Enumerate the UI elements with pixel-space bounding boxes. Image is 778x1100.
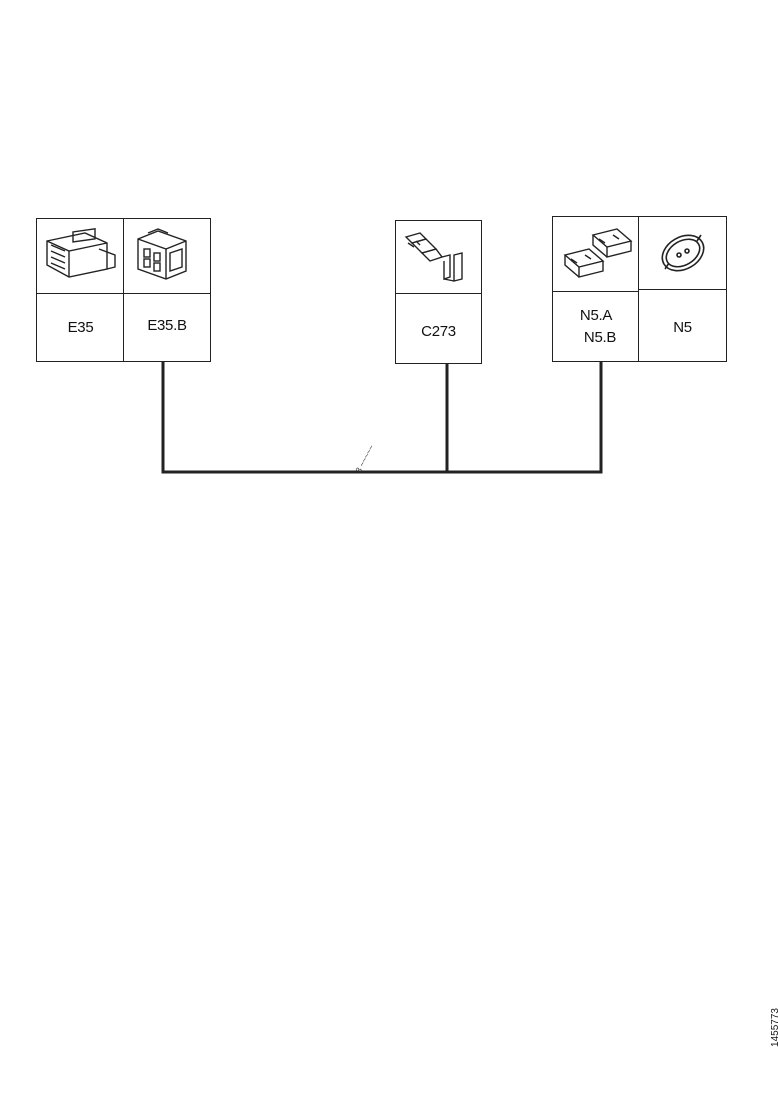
e35b-label: E35.B: [147, 317, 187, 334]
c273-label: C273: [421, 323, 456, 340]
connector-block-e35: E35 E35.B: [36, 218, 211, 362]
twin-plug-icon: [563, 228, 633, 278]
divider: [123, 219, 124, 361]
n5-image-cell: [639, 217, 726, 290]
ecu-connector-icon: [46, 228, 116, 278]
n5b-label: N5.B: [583, 329, 617, 346]
wire-e35b: [161, 360, 447, 474]
terminal-pin-icon: [404, 232, 463, 282]
wire-n5ab: [447, 360, 603, 474]
e35-image-cell: [37, 219, 124, 294]
n5ab-image-cell: [553, 217, 639, 292]
e35b-image-cell: [124, 219, 210, 294]
n5-label: N5: [673, 319, 692, 336]
divider: [638, 217, 639, 361]
connector-block-c273: C273: [395, 220, 482, 364]
reference-number: 1455773: [770, 1008, 778, 1047]
round-connector-icon: [661, 234, 705, 272]
connector-block-n5: N5.A N5.B N5: [552, 216, 727, 362]
n5a-label: N5.A: [579, 307, 613, 324]
e35-label: E35: [67, 319, 94, 336]
multi-pin-connector-icon: [137, 228, 187, 280]
c273-image-cell: [396, 221, 481, 294]
